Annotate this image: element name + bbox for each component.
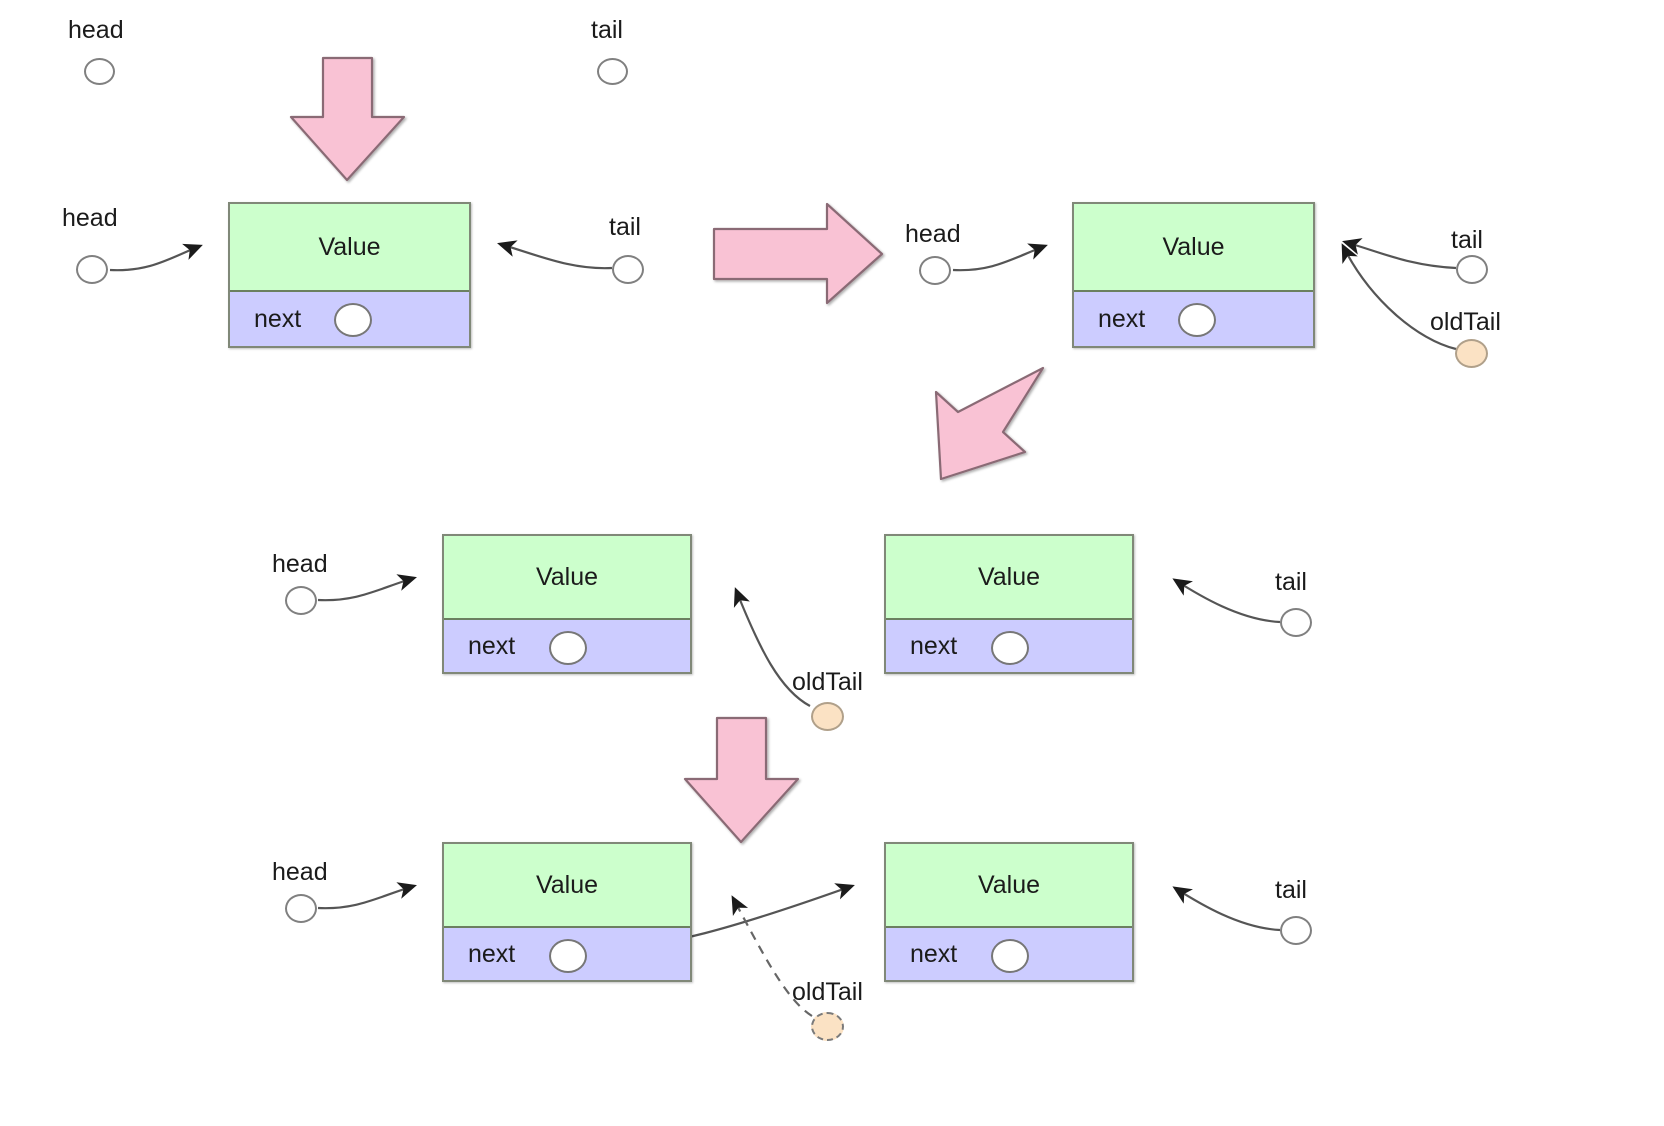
pointer-circle-tail-new-node[interactable] [1280,608,1312,637]
edge-oldtail-to-node-r2b [1341,243,1457,351]
pointer-circle-head-empty[interactable] [84,58,115,85]
node-value-text: Value [535,562,599,591]
pointer-circle-tail-empty[interactable] [597,58,628,85]
node-oldtail-saved[interactable]: Value next [1072,202,1315,348]
node-value-cell: Value [444,536,690,620]
label-tail-single: tail [609,213,641,241]
node-next-label: next [910,939,958,968]
next-pointer-hole[interactable] [991,631,1029,665]
next-pointer-hole[interactable] [549,939,587,973]
node-value-cell: Value [886,536,1132,620]
node-value-text: Value [1162,232,1225,261]
node-value-cell: Value [886,844,1132,928]
pointer-circle-tail-linked[interactable] [1280,916,1312,945]
edge-head-to-node1-r4 [317,882,417,910]
node-next-label: next [1098,304,1146,333]
node-next-cell: next [444,620,690,672]
pointer-circle-head-oldtail-saved[interactable] [919,256,951,285]
label-tail-linked: tail [1275,876,1307,904]
pointer-circle-oldtail-new-node[interactable] [811,702,844,731]
node-value-cell: Value [444,844,690,928]
node2-linked-panel[interactable]: Value next [884,842,1134,982]
edge-tail-to-node-r2a [497,240,613,270]
label-head-new-node: head [272,550,328,578]
node-value-text: Value [318,232,381,261]
label-oldtail-new-node: oldTail [792,668,863,696]
edge-tail-to-node2-r4 [1172,886,1281,932]
node-value-cell: Value [1074,204,1313,292]
node-single[interactable]: Value next [228,202,471,348]
node-value-cell: Value [230,204,469,292]
node1-new-node-panel[interactable]: Value next [442,534,692,674]
node-value-text: Value [977,870,1041,899]
node-next-cell: next [1074,292,1313,346]
label-tail-empty: tail [591,16,623,44]
pointer-circle-head-new-node[interactable] [285,586,317,615]
node1-linked-panel[interactable]: Value next [442,842,692,982]
arrow-right-1 [712,202,884,305]
edge-head-to-node-r2b [952,243,1048,272]
pointer-circle-tail-oldtail-saved[interactable] [1456,255,1488,284]
node-next-label: next [254,304,302,333]
arrow-down-2 [683,716,800,844]
edge-head-to-node1-r3 [317,574,417,602]
label-head-empty: head [68,16,124,44]
edge-head-to-node-r2a [109,243,203,272]
label-tail-oldtail-saved: tail [1451,226,1483,254]
pointer-circle-head-linked[interactable] [285,894,317,923]
label-head-oldtail-saved: head [905,220,961,248]
label-head-single: head [62,204,118,232]
pointer-circle-head-single[interactable] [76,255,108,284]
edge-tail-to-node2-r3 [1172,578,1281,624]
node-next-label: next [468,939,516,968]
node-value-text: Value [977,562,1041,591]
node-next-label: next [910,631,958,660]
label-tail-new-node: tail [1275,568,1307,596]
label-head-linked: head [272,858,328,886]
node-next-cell: next [886,928,1132,980]
pointer-circle-oldtail-linked[interactable] [811,1012,844,1041]
pointer-circle-oldtail-saved[interactable] [1455,339,1488,368]
node-next-cell: next [444,928,690,980]
label-oldtail-linked: oldTail [792,978,863,1006]
pointer-circle-tail-single[interactable] [612,255,644,284]
edge-oldtail-to-node1-r3 [733,587,811,707]
arrow-down-left-1 [934,366,1045,481]
node2-new-node-panel[interactable]: Value next [884,534,1134,674]
label-oldtail-saved: oldTail [1430,308,1501,336]
next-pointer-hole[interactable] [1178,303,1216,337]
next-pointer-hole[interactable] [334,303,372,337]
node-next-label: next [468,631,516,660]
next-pointer-hole[interactable] [991,939,1029,973]
node-next-cell: next [230,292,469,346]
arrow-down-1 [289,56,406,182]
edge-tail-to-node-r2b [1342,238,1457,270]
node-next-cell: next [886,620,1132,672]
node-value-text: Value [535,870,599,899]
next-pointer-hole[interactable] [549,631,587,665]
